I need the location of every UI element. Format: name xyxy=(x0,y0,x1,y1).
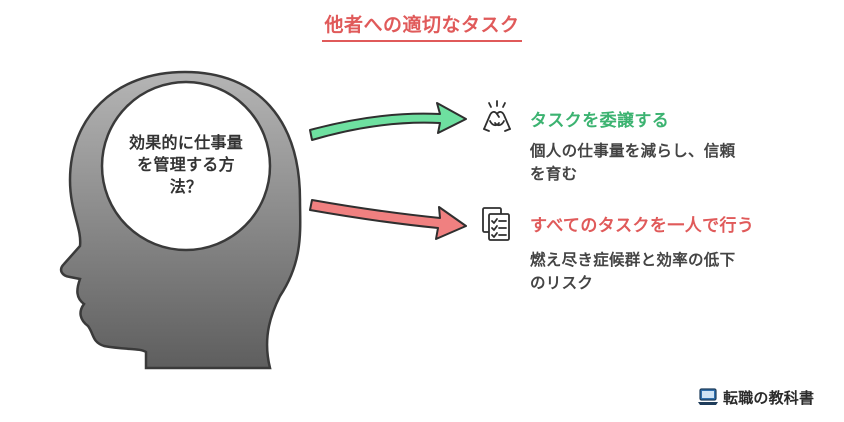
brand-logo: 転職の教科書 xyxy=(697,386,814,408)
central-question-line1: 効果的に仕事量 xyxy=(128,133,244,152)
option-solo-desc: 燃え尽き症候群と効率の低下 のリスク xyxy=(530,249,735,295)
option-solo-desc-line1: 燃え尽き症候群と効率の低下 xyxy=(530,251,736,269)
laptop-icon xyxy=(698,388,718,405)
checklist-icon xyxy=(482,207,510,241)
brand-name: 転職の教科書 xyxy=(723,388,815,407)
thought-circle xyxy=(100,80,272,252)
option-delegate-desc-line2: を育む xyxy=(530,165,578,183)
central-question-line2: を管理する方 xyxy=(137,155,235,174)
page-title-text: 他者への適切なタスク xyxy=(322,10,522,42)
arrow-delegate xyxy=(309,102,467,141)
central-question: 効果的に仕事量 を管理する方 法？ xyxy=(110,132,262,198)
option-delegate-desc: 個人の仕事量を減らし、信頼 を育む xyxy=(530,140,735,186)
central-question-line3: 法？ xyxy=(169,177,203,196)
page-title: 他者への適切なタスク xyxy=(0,10,844,42)
arrow-solo xyxy=(309,199,467,240)
handshake-icon xyxy=(483,100,511,132)
option-delegate-desc-line1: 個人の仕事量を減らし、信頼 xyxy=(530,142,736,160)
option-solo-title: すべてのタスクを一人で行う xyxy=(530,216,755,236)
option-delegate-title: タスクを委譲する xyxy=(530,111,670,131)
option-solo-desc-line2: のリスク xyxy=(530,274,594,292)
